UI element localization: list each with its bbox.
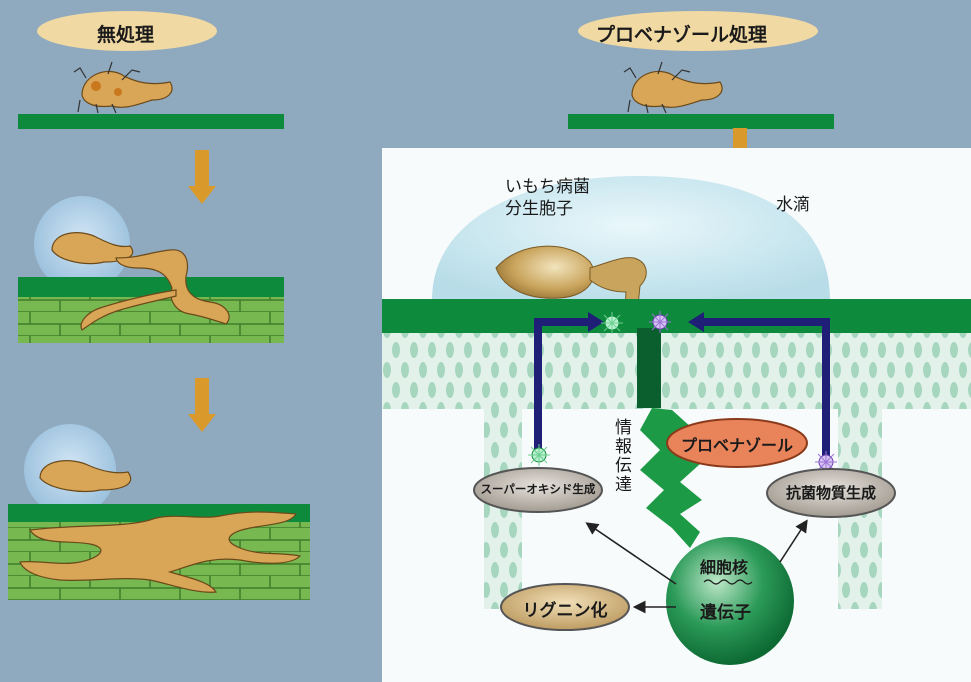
treated-title-badge [578, 11, 818, 51]
burst-green-bottom [528, 444, 550, 466]
signal-transmission [640, 408, 702, 548]
leaf-mesophyll [382, 333, 971, 409]
signal-label: 情報伝達 [611, 418, 631, 494]
leaf-epidermis [382, 299, 971, 333]
signal-channel [637, 328, 661, 408]
nucleus-to-antibacterial-arrow [779, 519, 808, 563]
untreated-title-badge [37, 11, 217, 51]
nucleus-label: 細胞核 [700, 558, 749, 577]
treated-title: プロベナゾール処理 [596, 24, 768, 46]
antibacterial-signal-arrow [696, 318, 830, 456]
probenazole-pill [666, 418, 808, 468]
treated-panel [382, 11, 971, 682]
probenazole-label: プロベナゾール [680, 436, 793, 455]
water-drop-label: 水滴 [776, 195, 810, 215]
cell-nucleus [666, 537, 794, 665]
burst-green-top [601, 312, 623, 334]
untreated-panel [8, 11, 310, 600]
lignin-label: リグニン化 [522, 601, 608, 621]
gene-label: 遺伝子 [700, 603, 751, 623]
infection-stage3 [8, 424, 310, 600]
antibacterial-pill [766, 468, 896, 518]
superoxide-signal-arrow [534, 318, 596, 452]
superoxide-pill [473, 467, 603, 513]
nucleus-to-superoxide-arrow [585, 522, 677, 585]
superoxide-label: スーパーオキシド生成 [480, 482, 596, 496]
burst-purple-top [649, 311, 671, 333]
infection-stage2 [18, 196, 284, 343]
spore-on-leaf-stage1 [18, 61, 284, 129]
spore-label: いもち病菌 分生胞子 [505, 177, 590, 219]
dna-wave [703, 579, 753, 585]
antibacterial-label: 抗菌物質生成 [785, 484, 876, 502]
lignin-pill [500, 583, 630, 631]
untreated-title: 無処理 [97, 24, 155, 46]
spore-on-leaf-treated [568, 61, 834, 129]
